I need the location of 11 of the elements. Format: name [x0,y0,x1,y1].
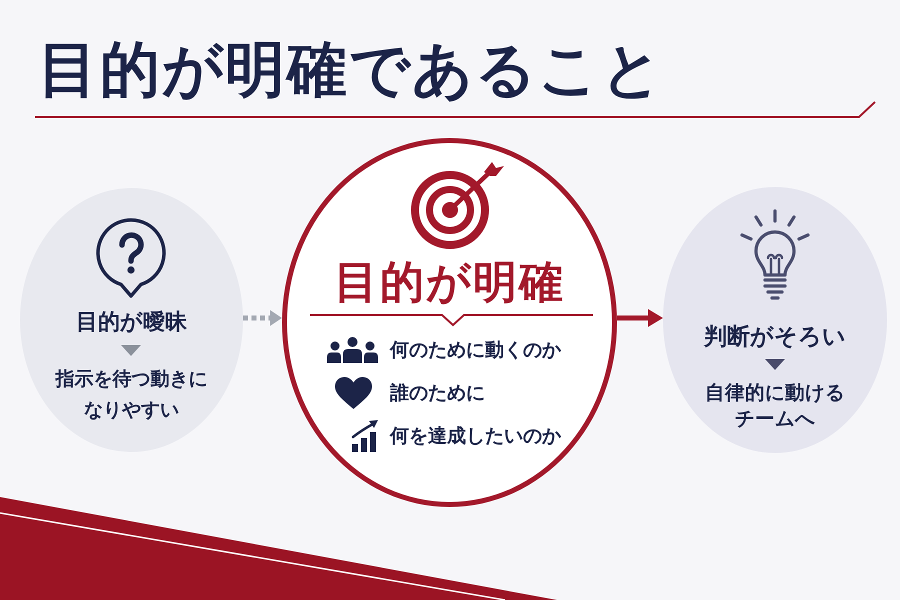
list-item-text: 何を達成したいのか [390,424,561,449]
body-text: 指示を待つ動きになりやすい [54,366,208,422]
heading-text: 目的が曖昧 [76,309,187,337]
body-text: 自律的に動けるチームへ [704,380,846,432]
dotted-arrow [242,310,282,326]
list-item-text: 誰のために [390,381,485,406]
heading-text: 判断がそろい [704,323,846,352]
heading-text: 目的が明確 [334,256,565,310]
list-item-text: 何のために動くのか [390,338,561,363]
arrow [616,309,664,327]
page-title: 目的が明確であること [38,34,664,107]
